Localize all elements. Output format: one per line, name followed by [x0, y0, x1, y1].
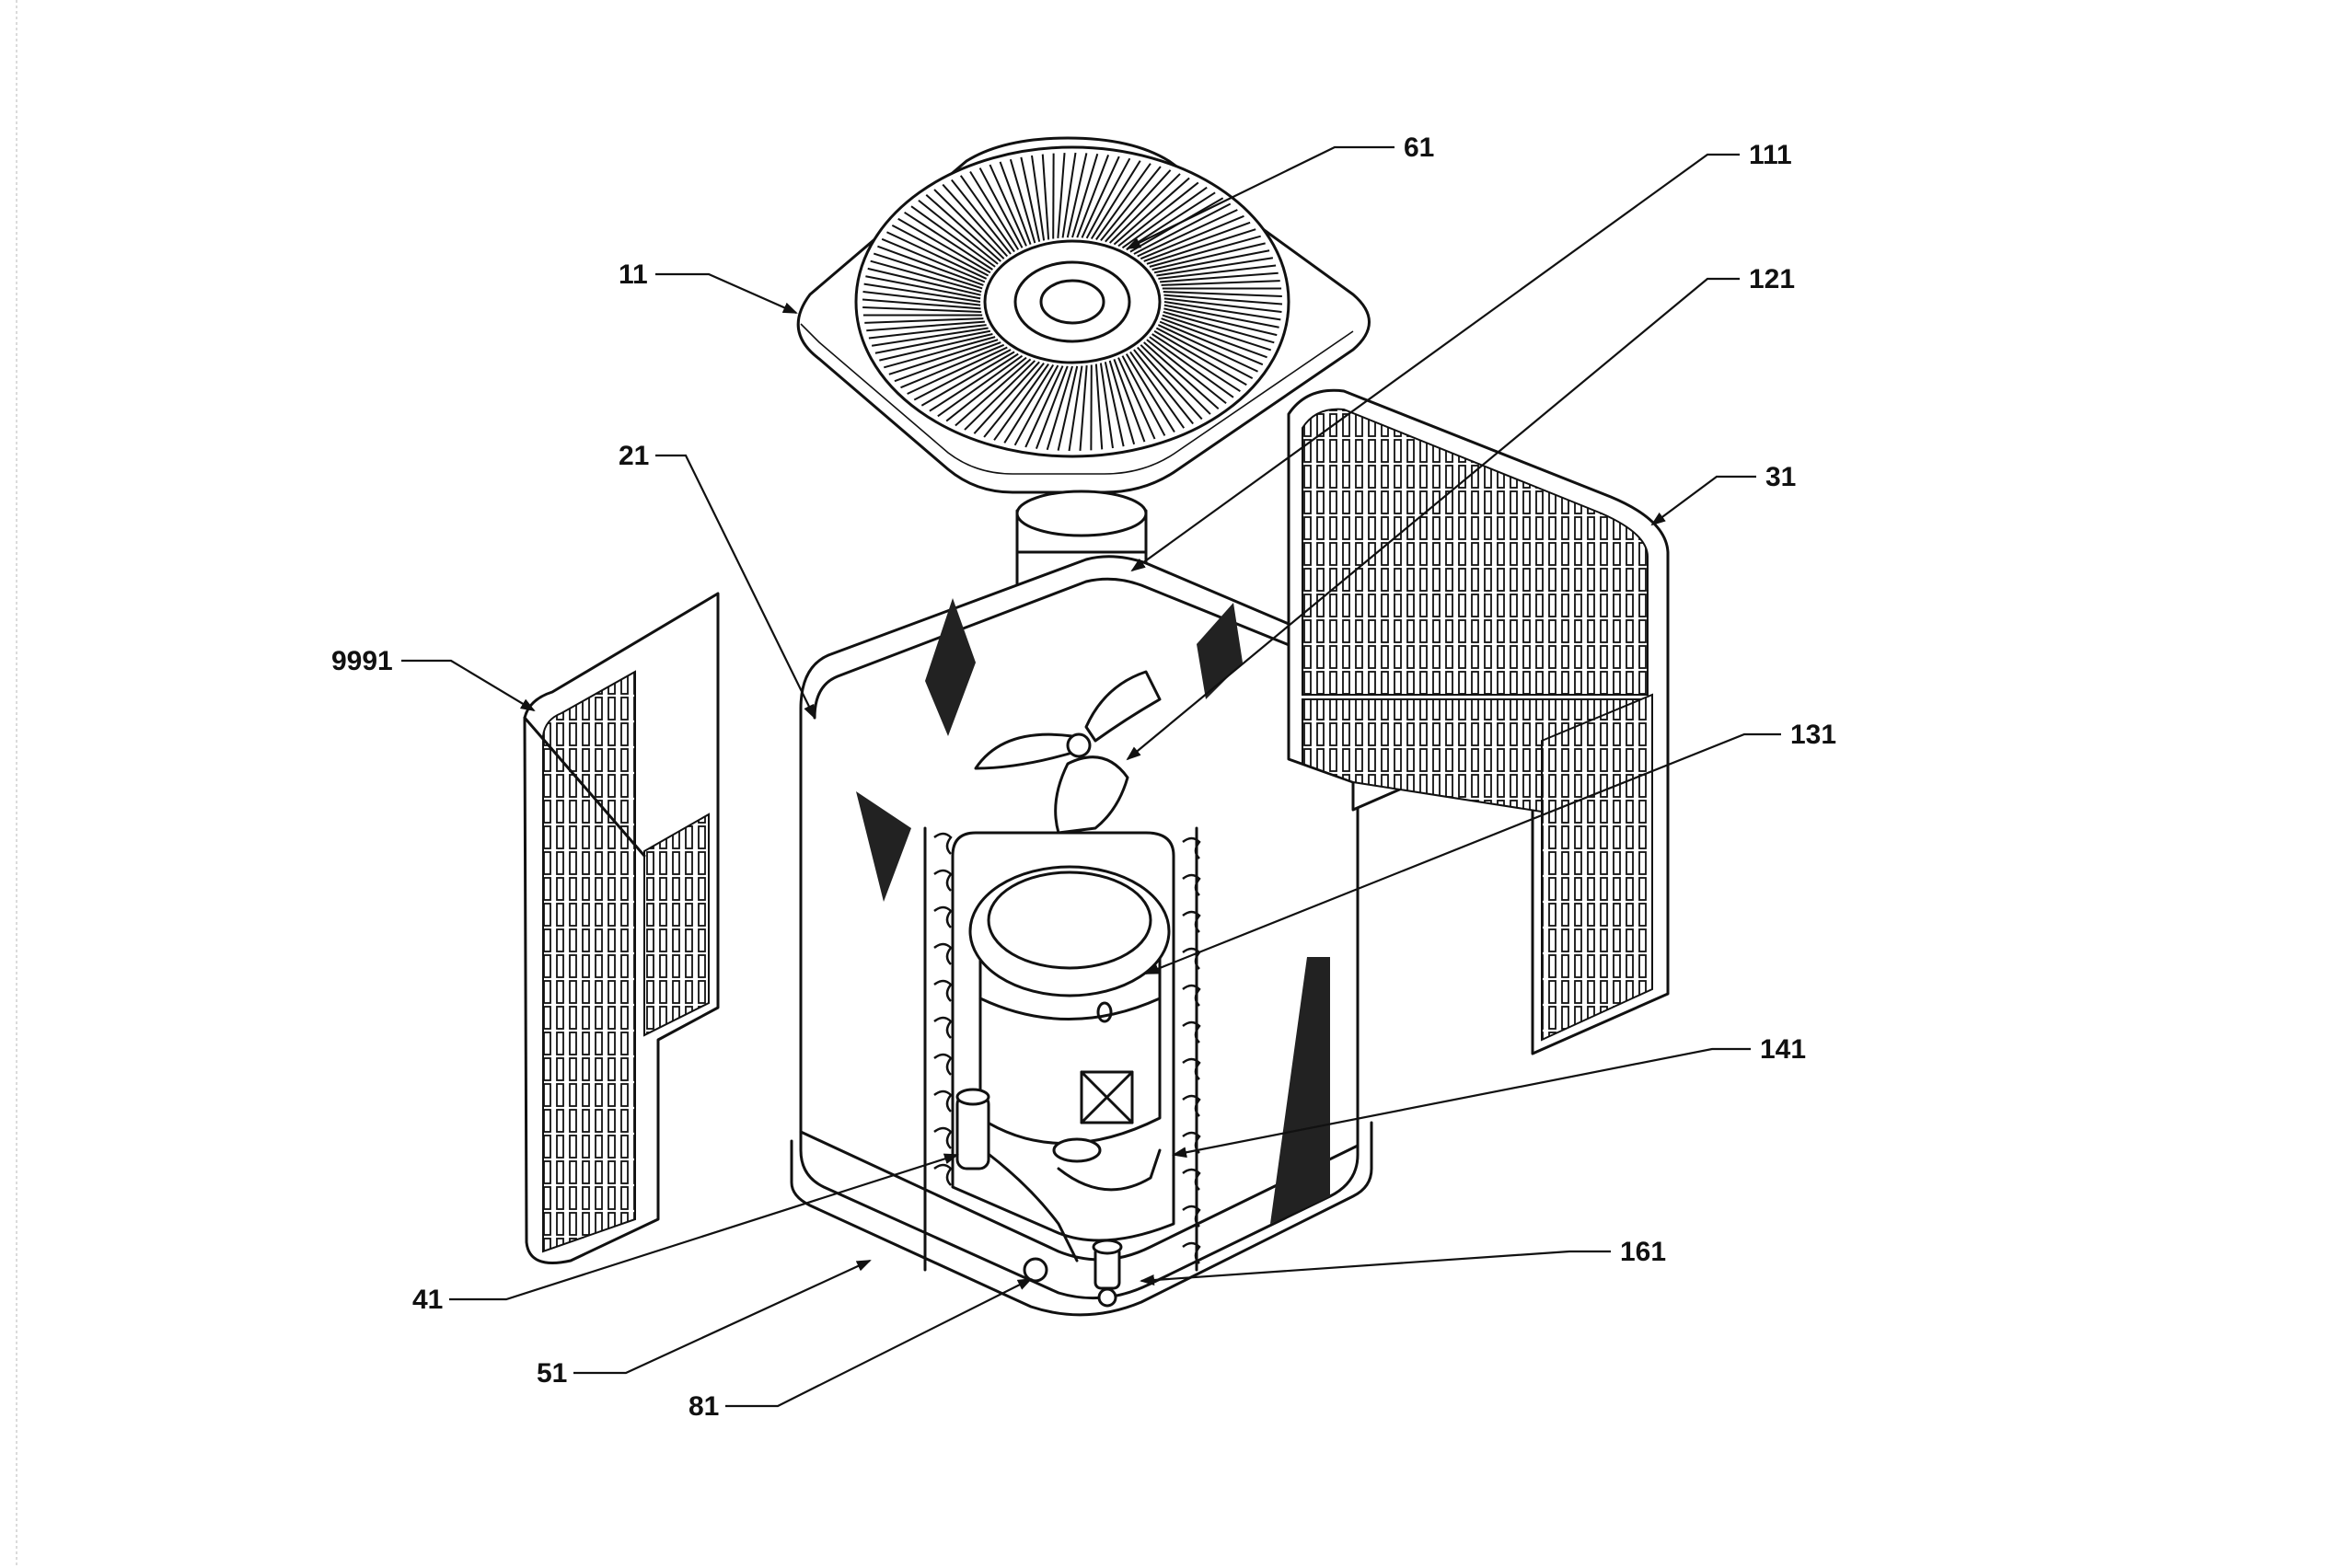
callout-111: 111	[1749, 140, 1792, 170]
callout-11: 11	[619, 259, 648, 290]
callout-labels: 61 111 121 11 21 31 9991 131 141 161 41 …	[331, 133, 1836, 1422]
callout-121: 121	[1749, 264, 1795, 294]
fan-grille-icon	[862, 152, 1283, 452]
callout-131: 131	[1790, 720, 1836, 750]
refrigerant-piping-icon	[988, 1137, 1162, 1308]
callout-81: 81	[689, 1391, 719, 1422]
callout-41: 41	[412, 1285, 443, 1315]
compressor-icon	[968, 865, 1171, 1145]
callout-51: 51	[537, 1358, 567, 1389]
coil-clip-marks	[1182, 836, 1201, 1264]
callout-21: 21	[619, 441, 649, 471]
capacitor-icon	[955, 1088, 990, 1170]
coil-clip-marks	[933, 832, 953, 1186]
base-pan-icon	[790, 1121, 1373, 1317]
callout-161: 161	[1620, 1237, 1666, 1267]
right-coil-guard-icon	[1287, 388, 1670, 1055]
callout-61: 61	[1404, 133, 1434, 163]
callout-141: 141	[1760, 1034, 1806, 1065]
callout-9991: 9991	[331, 646, 393, 676]
left-coil-guard-icon	[523, 592, 720, 1264]
fan-hub-icon	[983, 239, 1162, 364]
callout-31: 31	[1765, 462, 1796, 492]
fan-blade-icon	[974, 670, 1162, 835]
top-cover-assembly	[796, 136, 1371, 494]
